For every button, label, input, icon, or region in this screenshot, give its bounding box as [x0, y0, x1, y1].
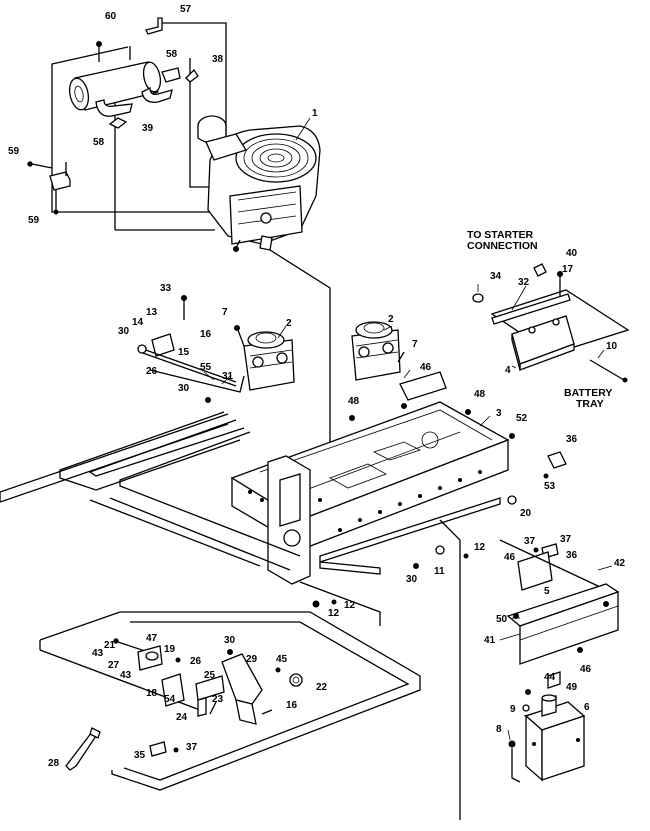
callout-labels: 60 57 58 38 39 1 59 58 59 40 34 32 17 4 … — [8, 4, 626, 769]
battery-caption-line1: BATTERY — [564, 387, 612, 399]
callout-36: 36 — [566, 550, 578, 561]
callout-37: 37 — [524, 536, 536, 547]
callout-33: 33 — [160, 283, 172, 294]
callout-43: 43 — [120, 670, 132, 681]
callout-30: 30 — [178, 383, 190, 394]
callout-37: 37 — [560, 534, 572, 545]
hydraulic-hoses — [0, 411, 599, 820]
hydro-pump-left — [234, 325, 295, 391]
callout-43: 43 — [92, 648, 104, 659]
callout-17: 17 — [562, 264, 574, 275]
callout-7: 7 — [222, 307, 228, 318]
callout-3: 3 — [496, 408, 502, 419]
callout-25: 25 — [204, 670, 216, 681]
callout-11: 11 — [434, 566, 445, 577]
callout-58: 58 — [166, 49, 178, 60]
callout-2: 2 — [286, 318, 292, 329]
callout-45: 45 — [276, 654, 288, 665]
callout-34: 34 — [490, 271, 502, 282]
callout-5: 5 — [544, 586, 550, 597]
callout-37: 37 — [186, 742, 198, 753]
callout-19: 19 — [164, 644, 176, 655]
linkage-assembly — [137, 295, 245, 403]
callout-44: 44 — [544, 672, 556, 683]
callout-31: 31 — [222, 371, 234, 382]
battery-group: TO STARTER CONNECTION BATTERY TRAY — [467, 229, 630, 410]
callout-22: 22 — [316, 682, 328, 693]
callout-59: 59 — [28, 215, 40, 226]
callout-18: 18 — [146, 688, 158, 699]
callout-4: 4 — [505, 365, 511, 376]
callout-9: 9 — [510, 704, 516, 715]
hydraulic-tank-group — [506, 583, 620, 783]
callout-53: 53 — [544, 481, 556, 492]
callout-58: 58 — [93, 137, 105, 148]
callout-40: 40 — [566, 248, 578, 259]
callout-35: 35 — [134, 750, 146, 761]
callout-13: 13 — [146, 307, 158, 318]
starter-caption-line2: CONNECTION — [467, 240, 538, 252]
callout-27: 27 — [108, 660, 120, 671]
callout-30: 30 — [118, 326, 130, 337]
callout-47: 47 — [146, 633, 158, 644]
callout-12: 12 — [474, 542, 486, 553]
callout-41: 41 — [484, 635, 496, 646]
callout-39: 39 — [142, 123, 154, 134]
callout-16: 16 — [286, 700, 298, 711]
callout-23: 23 — [212, 694, 224, 705]
callout-38: 38 — [212, 54, 224, 65]
hydro-pump-right — [351, 321, 405, 381]
callout-60: 60 — [105, 11, 117, 22]
callout-16: 16 — [200, 329, 212, 340]
callout-12: 12 — [344, 600, 356, 611]
leader-lines — [203, 117, 613, 741]
callout-2: 2 — [388, 314, 394, 325]
callout-8: 8 — [496, 724, 502, 735]
callout-55: 55 — [200, 362, 212, 373]
starter-caption-line1: TO STARTER — [467, 229, 534, 241]
callout-48: 48 — [348, 396, 360, 407]
engine — [197, 115, 321, 252]
callout-6: 6 — [584, 702, 590, 713]
callout-50: 50 — [496, 614, 508, 625]
callout-57: 57 — [180, 4, 192, 15]
callout-10: 10 — [606, 341, 618, 352]
callout-59: 59 — [8, 146, 20, 157]
callout-46: 46 — [580, 664, 592, 675]
callout-29: 29 — [246, 654, 258, 665]
callout-54: 54 — [164, 694, 176, 705]
callout-46: 46 — [420, 362, 432, 373]
callout-48: 48 — [474, 389, 486, 400]
callout-20: 20 — [520, 508, 532, 519]
callout-36: 36 — [566, 434, 578, 445]
callout-42: 42 — [614, 558, 626, 569]
callout-12: 12 — [328, 608, 340, 619]
callout-49: 49 — [566, 682, 578, 693]
callout-52: 52 — [516, 413, 528, 424]
callout-46: 46 — [504, 552, 516, 563]
callout-7: 7 — [412, 339, 418, 350]
battery-caption-line2: TRAY — [576, 398, 604, 410]
callout-32: 32 — [518, 277, 530, 288]
callout-28: 28 — [48, 758, 60, 769]
callout-26: 26 — [190, 656, 202, 667]
callout-30: 30 — [224, 635, 236, 646]
pedal-assembly — [65, 638, 303, 771]
callout-14: 14 — [132, 317, 144, 328]
callout-24: 24 — [176, 712, 188, 723]
main-frame — [230, 371, 567, 608]
callout-21: 21 — [104, 640, 116, 651]
callout-15: 15 — [178, 347, 190, 358]
muffler-assembly — [27, 17, 227, 231]
callout-26: 26 — [146, 366, 158, 377]
callout-30: 30 — [406, 574, 418, 585]
callout-1: 1 — [312, 108, 318, 119]
